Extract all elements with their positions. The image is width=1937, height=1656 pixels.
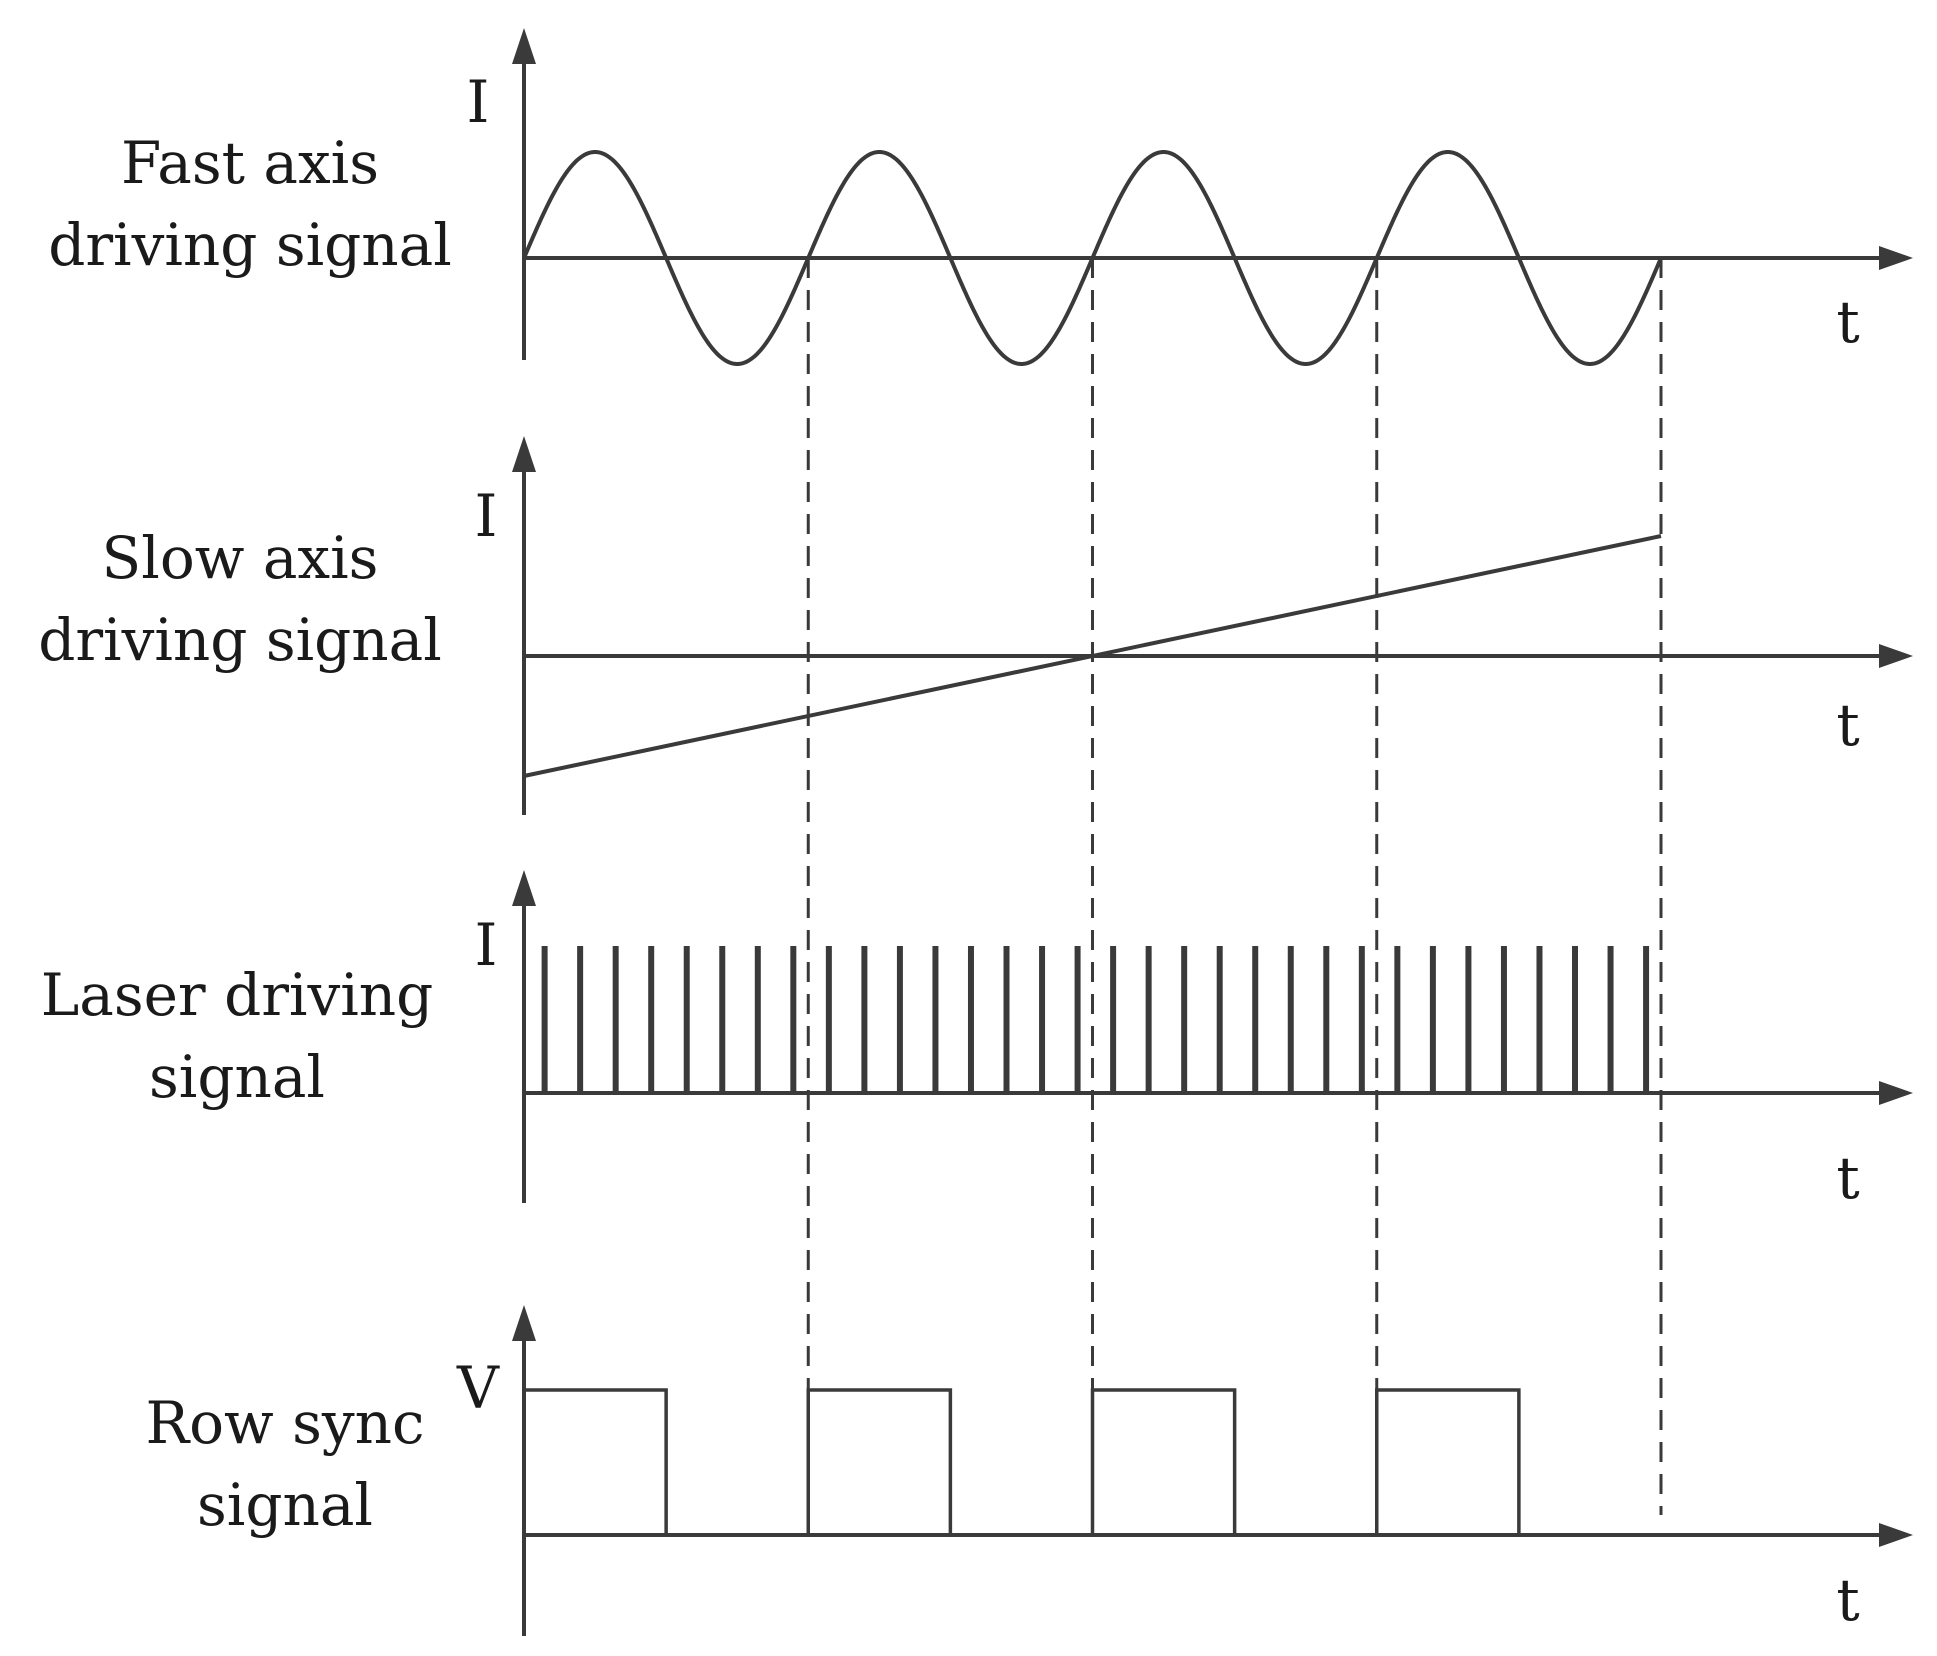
- fast-axis-y-label: I: [467, 68, 490, 136]
- slow-axis-x-label: t: [1836, 691, 1859, 759]
- fast-axis-sine-waveform: [522, 150, 1663, 366]
- fast-axis-panel: Fast axis driving signal I t: [48, 28, 1913, 366]
- slow-axis-y-label: I: [475, 482, 498, 550]
- row-sync-square-waveform: [522, 1388, 1521, 1535]
- fast-axis-label-line-1: Fast axis: [121, 129, 379, 197]
- fast-axis-x-arrow: [1879, 246, 1913, 270]
- fast-axis-label-line-2: driving signal: [48, 211, 452, 279]
- row-sync-label-line-1: Row sync: [145, 1389, 424, 1457]
- row-sync-label-line-2: signal: [197, 1471, 373, 1539]
- laser-y-label: I: [475, 911, 498, 979]
- row-sync-y-label: V: [456, 1354, 500, 1422]
- cycle-guide-lines: [806, 258, 1663, 1515]
- laser-pulse-train: [541, 946, 1650, 1093]
- slow-axis-y-arrow: [512, 436, 536, 472]
- laser-x-label: t: [1836, 1144, 1859, 1212]
- row-sync-panel: Row sync signal V t: [145, 1305, 1913, 1636]
- slow-axis-label-line-2: driving signal: [38, 606, 442, 674]
- slow-axis-ramp-waveform: [523, 534, 1662, 778]
- slow-axis-panel: Slow axis driving signal I t: [38, 436, 1913, 815]
- laser-panel: Laser driving signal I t: [41, 870, 1913, 1212]
- laser-x-arrow: [1879, 1081, 1913, 1105]
- slow-axis-x-arrow: [1879, 644, 1913, 668]
- laser-label-line-2: signal: [149, 1043, 325, 1111]
- row-sync-x-arrow: [1879, 1523, 1913, 1547]
- fast-axis-y-arrow: [512, 28, 536, 64]
- row-sync-y-arrow: [512, 1305, 536, 1341]
- row-sync-x-label: t: [1836, 1566, 1859, 1634]
- fast-axis-x-label: t: [1836, 288, 1859, 356]
- laser-label-line-1: Laser driving: [41, 961, 434, 1029]
- slow-axis-label-line-1: Slow axis: [102, 524, 379, 592]
- laser-y-arrow: [512, 870, 536, 906]
